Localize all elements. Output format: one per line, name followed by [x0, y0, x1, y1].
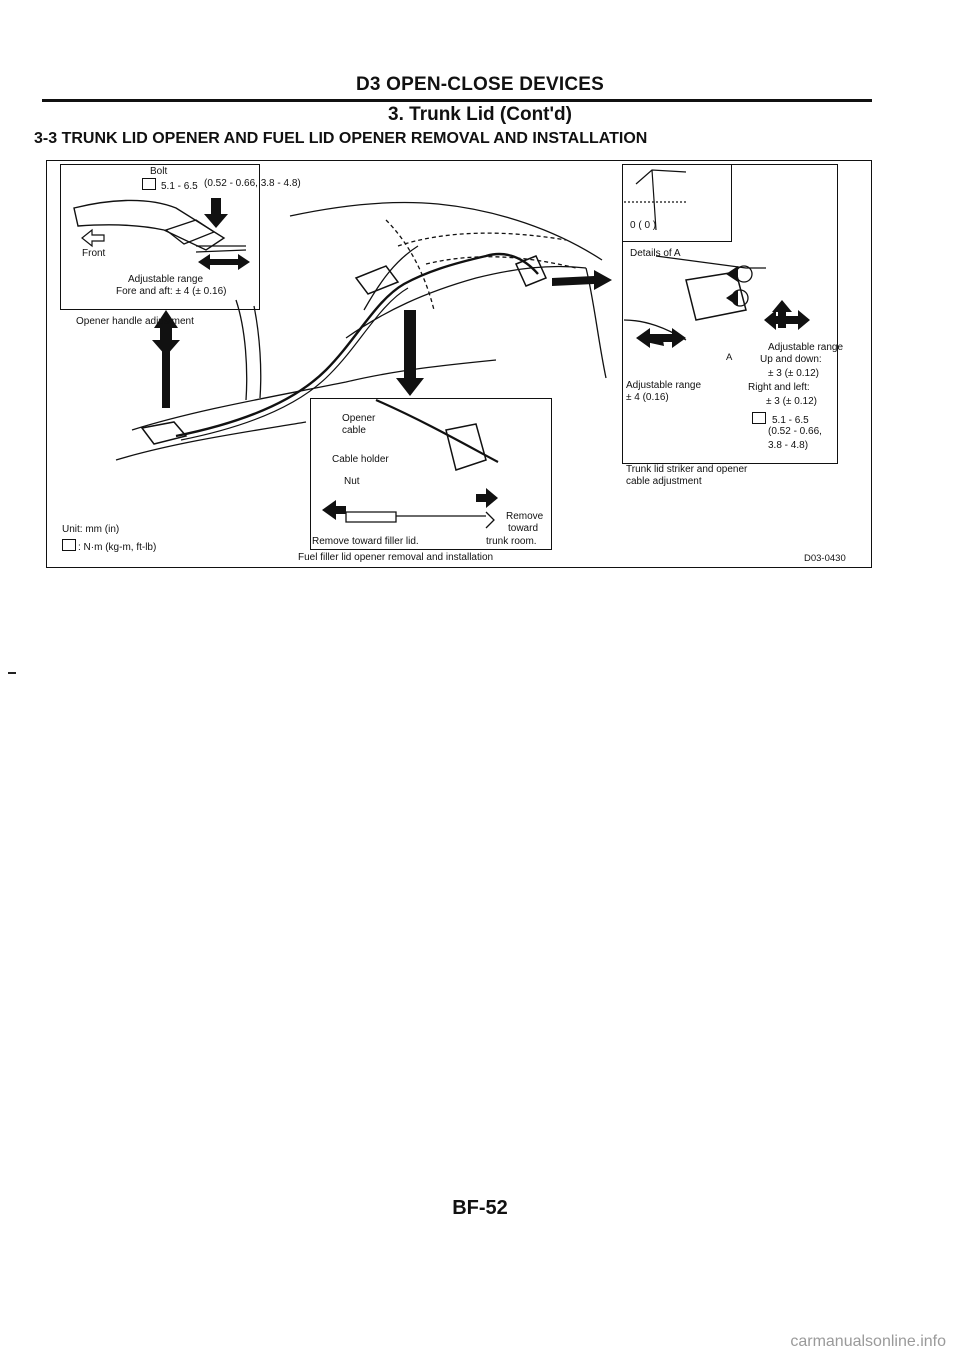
striker-torque-alt-2: 3.8 - 4.8) — [768, 440, 809, 451]
bolt-torque-row: 5.1 - 6.5 — [142, 178, 198, 193]
striker-zero-label: 0 ( 0 ) — [630, 220, 657, 231]
handle-fore-aft: Fore and aft: ± 4 (± 0.16) — [116, 286, 227, 297]
subsection-title: 3-3 TRUNK LID OPENER AND FUEL LID OPENER… — [34, 130, 648, 147]
detail-a-marker: A — [726, 352, 733, 363]
cable-adjustable-range: Adjustable range — [626, 380, 702, 391]
watermark: carmanualsonline.info — [790, 1333, 946, 1350]
striker-caption-1: Trunk lid striker and opener — [626, 464, 748, 475]
page-number: BF-52 — [452, 1197, 508, 1219]
striker-right-left-val: ± 3 (± 0.12) — [766, 396, 817, 407]
margin-mark — [8, 672, 16, 674]
figure-illustration — [73, 169, 810, 529]
header-divider — [42, 99, 872, 102]
remove-trunk-3: trunk room. — [486, 536, 537, 547]
opener-cable-line — [175, 252, 539, 438]
bolt-label: Bolt — [150, 166, 168, 177]
cable-range-val: ± 4 (0.16) — [626, 392, 669, 403]
striker-right-left: Right and left: — [748, 382, 810, 393]
striker-adjustable-range: Adjustable range — [768, 342, 844, 353]
striker-caption-2: cable adjustment — [626, 476, 702, 487]
section-title: 3. Trunk Lid (Cont'd) — [388, 104, 572, 125]
fuel-filler-caption: Fuel filler lid opener removal and insta… — [298, 552, 494, 563]
handle-adjustable-range: Adjustable range — [128, 274, 204, 285]
remove-trunk-1: Remove — [506, 511, 544, 522]
bolt-torque-alt: (0.52 - 0.66, 3.8 - 4.8) — [204, 178, 301, 189]
nut-label: Nut — [344, 476, 360, 487]
figure-id: D03-0430 — [804, 553, 846, 564]
handle-caption: Opener handle adjustment — [76, 316, 194, 327]
bolt-torque: 5.1 - 6.5 — [161, 181, 198, 192]
remove-filler-label: Remove toward filler lid. — [312, 536, 419, 547]
striker-zero-box — [622, 164, 732, 242]
torque-legend-text: : N·m (kg-m, ft-lb) — [78, 542, 157, 553]
details-of-a-label: Details of A — [630, 248, 681, 259]
fuel-opener-label-2: cable — [342, 425, 366, 436]
remove-trunk-2: toward — [508, 523, 539, 534]
fuel-opener-label-1: Opener — [342, 413, 376, 424]
torque-icon — [62, 539, 76, 551]
fuel-filler-detail-box — [310, 398, 552, 550]
striker-torque-alt-1: (0.52 - 0.66, — [768, 426, 822, 437]
torque-icon — [142, 178, 156, 190]
torque-legend: : N·m (kg-m, ft-lb) — [62, 539, 156, 554]
figure-frame — [46, 160, 872, 568]
opener-handle-detail-box — [60, 164, 260, 310]
front-label: Front — [82, 248, 106, 259]
striker-torque-row: 5.1 - 6.5 — [752, 412, 809, 427]
striker-up-down: Up and down: — [760, 354, 822, 365]
striker-torque: 5.1 - 6.5 — [772, 415, 809, 426]
front-arrow-icon — [81, 228, 105, 248]
chapter-title: D3 OPEN-CLOSE DEVICES — [355, 74, 605, 95]
torque-icon — [752, 412, 766, 424]
unit-legend: Unit: mm (in) — [62, 524, 120, 535]
roof-line — [289, 201, 603, 261]
striker-up-down-val: ± 3 (± 0.12) — [768, 368, 819, 379]
cable-holder-label: Cable holder — [332, 454, 389, 465]
